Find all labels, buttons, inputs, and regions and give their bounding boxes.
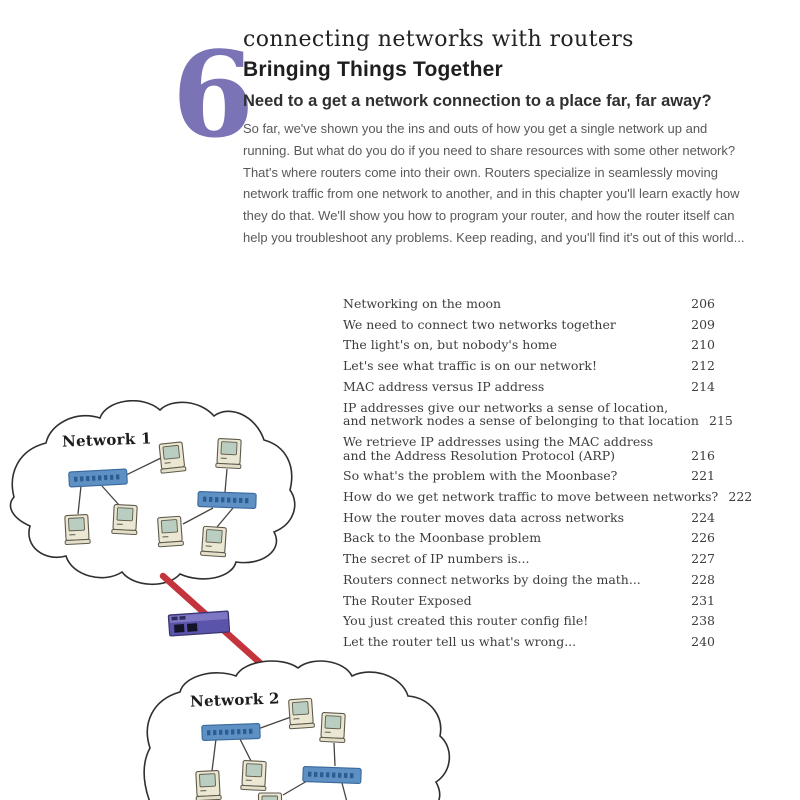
router-icon [167, 610, 231, 637]
toc-entry-page-number: 222 [728, 489, 753, 505]
toc-entry-title: So what's the problem with the Moonbase? [343, 468, 618, 484]
toc-entry-title: Let's see what traffic is on our network… [343, 358, 597, 374]
toc-entry: So what's the problem with the Moonbase?… [343, 469, 715, 483]
computer-icon [157, 441, 187, 474]
chapter-number: 6 [172, 25, 255, 164]
toc-entry: Let the router tell us what's wrong... 2… [343, 635, 715, 649]
intro-paragraph: So far, we've shown you the ins and outs… [243, 121, 745, 245]
toc-entry: IP addresses give our networks a sense o… [343, 399, 733, 429]
toc-entry-title: We retrieve IP addresses using the MAC a… [343, 433, 654, 449]
switch-icon [201, 722, 261, 742]
computer-icon [199, 525, 228, 558]
toc-entry-page-number: 226 [691, 530, 715, 546]
toc-entry-page-number: 206 [691, 296, 715, 311]
toc-entry: Let's see what traffic is on our network… [343, 359, 715, 373]
toc-entry-page-number: 210 [691, 337, 715, 353]
toc-entry-page-number: 212 [691, 358, 715, 374]
intro-heading: Need to a get a network connection to a … [243, 92, 712, 110]
toc-entry-title: How the router moves data across network… [343, 509, 625, 525]
cloud-network1 [9, 400, 296, 585]
toc-entry-page-number: 214 [691, 378, 715, 394]
toc-entry-title: Networking on the moon [343, 296, 502, 311]
toc-entry-title: Let the router tell us what's wrong... [343, 633, 577, 649]
toc-entry: The light's on, but nobody's home 210 [343, 338, 715, 352]
computer-icon [194, 769, 222, 800]
toc-entry: You just created this router config file… [343, 614, 715, 628]
toc-entry: We need to connect two networks together… [343, 316, 715, 332]
toc-entry-title: How do we get network traffic to move be… [343, 489, 719, 505]
toc-entry-page-number: 216 [691, 447, 715, 463]
toc-entry-page-number: 240 [691, 633, 715, 649]
toc-entry: Networking on the moon 206 [343, 297, 715, 311]
toc-entry-page-number: 231 [691, 592, 715, 608]
toc-entry: The secret of IP numbers is... 227 [343, 552, 715, 566]
computer-icon [156, 515, 185, 548]
toc-entry-title: MAC address versus IP address [343, 378, 545, 394]
toc-entry-page-number: 228 [691, 571, 715, 587]
computer-icon [256, 792, 284, 800]
network-diagram [9, 400, 451, 800]
toc-entry: How the router moves data across network… [343, 511, 715, 525]
toc-entry: How do we get network traffic to move be… [343, 489, 752, 505]
toc-entry-page-number: 215 [709, 413, 733, 429]
toc-entry-title: The secret of IP numbers is... [343, 551, 530, 567]
chapter-title: Bringing Things Together [243, 58, 503, 81]
toc-entry-page-number: 227 [691, 551, 715, 567]
toc-entry-title: You just created this router config file… [343, 613, 589, 629]
toc-entry: Routers connect networks by doing the ma… [343, 573, 715, 587]
toc-entry: Back to the Moonbase problem 226 [343, 531, 715, 545]
network1-label: Network 1 [61, 429, 153, 451]
toc-entry-title: Back to the Moonbase problem [343, 530, 542, 546]
computer-icon [319, 711, 347, 744]
toc-entry-page-number: 209 [691, 316, 715, 332]
toc-entry-title: IP addresses give our networks a sense o… [343, 399, 669, 415]
computer-icon [240, 759, 268, 792]
computer-icon [63, 513, 91, 546]
toc-entry-title: The Router Exposed [343, 592, 472, 608]
switch-icon [197, 490, 257, 510]
toc-entry-title-line2: and the Address Resolution Protocol (ARP… [343, 447, 616, 463]
toc-entry-title: The light's on, but nobody's home [343, 337, 558, 353]
toc-entry-page-number: 224 [691, 509, 715, 525]
toc-entry-page-number: 221 [691, 468, 715, 484]
toc-entry-title-line2: and network nodes a sense of belonging t… [343, 413, 699, 429]
toc-entry-page-number: 238 [691, 613, 715, 629]
computer-icon [287, 697, 316, 730]
switch-icon [302, 765, 362, 785]
network1-cables [77, 457, 234, 528]
toc-entry-title: Routers connect networks by doing the ma… [343, 571, 641, 587]
switch-icon [68, 468, 128, 488]
toc-entry: MAC address versus IP address 214 [343, 380, 715, 394]
network2-label: Network 2 [189, 689, 281, 711]
chapter-topic: connecting networks with routers [243, 27, 634, 52]
cloud-network2 [143, 660, 451, 800]
computer-icon [215, 437, 243, 470]
toc-entry: The Router Exposed 231 [343, 592, 715, 608]
network2-cables [211, 716, 348, 800]
table-of-contents: Networking on the moon 206 We need to co… [343, 297, 752, 656]
toc-entry-title: We need to connect two networks together [343, 316, 616, 332]
computer-icon [111, 503, 139, 536]
toc-entry: We retrieve IP addresses using the MAC a… [343, 435, 715, 462]
